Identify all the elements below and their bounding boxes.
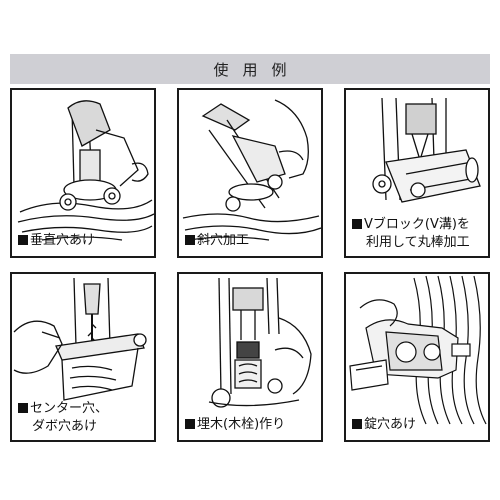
- bullet-square-icon: [185, 419, 195, 429]
- panel-center-dowel-holes: センター穴、 ダボ穴あけ: [10, 272, 156, 442]
- illustration-v-block-round-bar: [372, 97, 481, 203]
- caption-lock-holes: 錠穴あけ: [352, 416, 416, 434]
- panel-vertical-drilling: 垂直穴あけ: [10, 88, 156, 258]
- illustration-lock-holes: [349, 275, 487, 425]
- illustration-vertical-drilling: [17, 100, 154, 241]
- caption-v-block-round-bar: Vブロック(V溝)を 利用して丸棒加工: [352, 216, 470, 252]
- bullet-square-icon: [18, 235, 28, 245]
- caption-wooden-plug: 埋木(木栓)作り: [185, 416, 285, 434]
- panel-lock-holes: 錠穴あけ: [344, 272, 490, 442]
- illustration-angled-holes: [182, 99, 321, 241]
- illustration-center-dowel-holes: [13, 277, 147, 401]
- bullet-square-icon: [352, 419, 362, 429]
- panel-v-block-round-bar: Vブロック(V溝)を 利用して丸棒加工: [344, 88, 490, 258]
- caption-center-dowel-holes: センター穴、 ダボ穴あけ: [18, 400, 108, 436]
- panel-angled-holes: 斜穴加工: [177, 88, 323, 258]
- bullet-square-icon: [185, 235, 195, 245]
- bullet-square-icon: [352, 219, 362, 229]
- header-bar: 使用例: [10, 54, 490, 84]
- caption-vertical-drilling: 垂直穴あけ: [18, 232, 95, 250]
- illustration-wooden-plug: [208, 277, 312, 408]
- panel-wooden-plug: 埋木(木栓)作り: [177, 272, 323, 442]
- bullet-square-icon: [18, 403, 28, 413]
- header-title: 使用例: [213, 60, 301, 79]
- caption-angled-holes: 斜穴加工: [185, 232, 249, 250]
